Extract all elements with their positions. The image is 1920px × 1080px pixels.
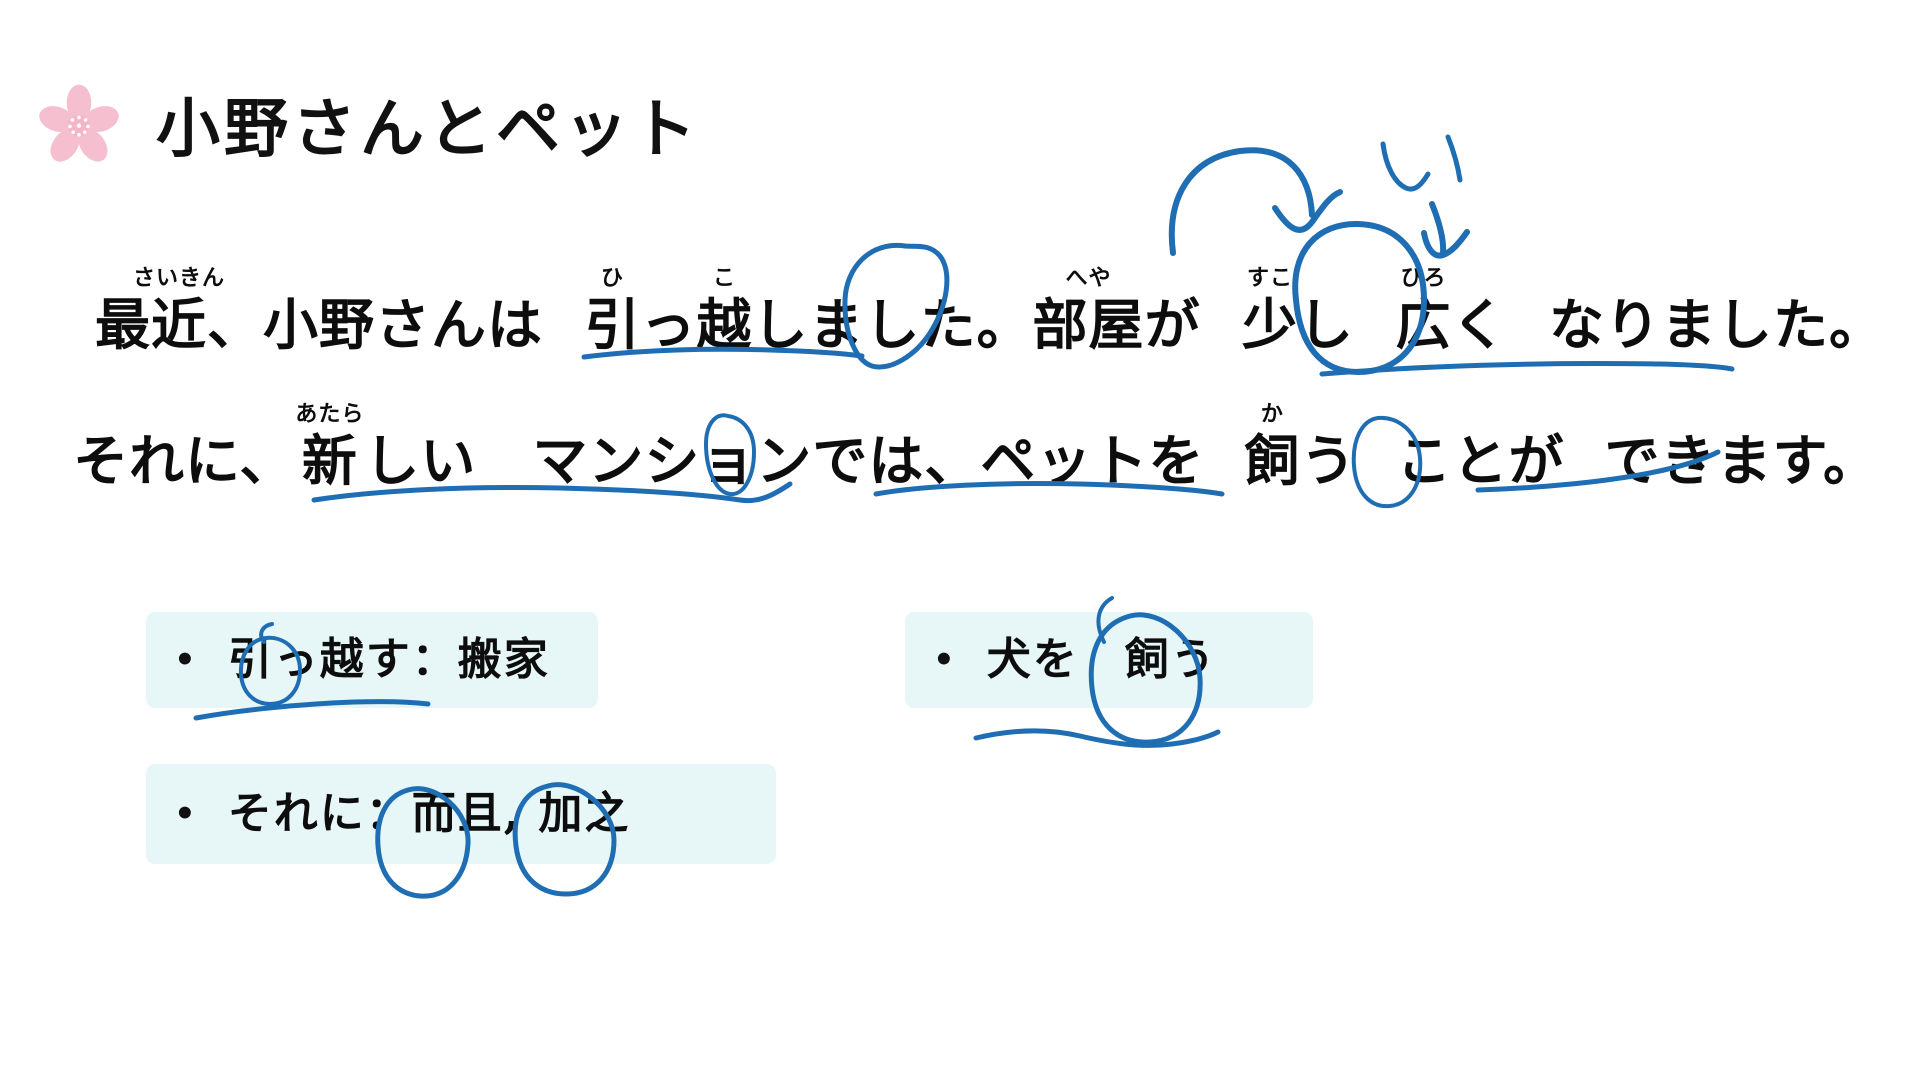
vocab-text-hikkosu: 引っ越す：搬家 — [227, 634, 550, 685]
furigana-ka: か — [1260, 402, 1284, 427]
ruby-hiro: ひろ 広 — [1395, 266, 1452, 357]
arrowhead-sukoshi-to-hiroku — [1272, 189, 1343, 233]
text-mansion-deha: マンションでは、 — [532, 428, 981, 493]
ruby-saikin: さいきん 最近、 — [95, 266, 264, 357]
furigana-hi: ひ — [600, 266, 624, 291]
page-title: 小野さんとペット — [156, 92, 700, 167]
furigana-hiro: ひろ — [1400, 266, 1447, 291]
vocab-item-soreni: • それに：而且, 加之 — [146, 764, 776, 864]
bullet-icon: • — [174, 640, 198, 680]
kanji-heya: 部屋 — [1032, 292, 1145, 357]
text-dekimasu: できます。 — [1604, 428, 1879, 493]
vocab-text-soreni: それに：而且, 加之 — [227, 788, 631, 839]
kanji-koshi: 越 — [696, 292, 753, 357]
vocab-item-inu: • 犬を 飼う — [905, 612, 1313, 708]
vocab-text-inu: 犬を 飼う — [986, 634, 1217, 685]
bullet-icon: • — [174, 794, 198, 834]
kanji-hiroi: 広 — [1395, 292, 1452, 357]
ruby-hi: ひ 引 — [584, 266, 641, 357]
text-narimashita: なりました。 — [1549, 292, 1886, 357]
furigana-atara: あたら — [295, 402, 365, 427]
furigana-suko: すこ — [1247, 266, 1294, 291]
text-onosan-wa: 小野さんは — [263, 292, 544, 357]
ruby-ko: こ 越 — [696, 266, 753, 357]
ruby-atara: あたら 新 — [295, 402, 365, 493]
text-soreni: それに、 — [73, 428, 296, 493]
text-u: う — [1300, 428, 1357, 493]
kanji-atarashii: 新 — [301, 428, 358, 493]
kanji-saikin: 最近、 — [95, 292, 264, 357]
text-petto-wo: ペットを — [980, 428, 1205, 493]
ruby-suko: すこ 少 — [1242, 266, 1299, 357]
text-kotoga: ことが — [1396, 428, 1565, 493]
bullet-icon: • — [933, 640, 957, 680]
curved-arrow-sukoshi-to-hiroku — [1168, 147, 1315, 256]
kanji-sukoshi: 少 — [1242, 292, 1299, 357]
furigana-ko: こ — [713, 266, 737, 291]
text-shimashita: しました。 — [752, 292, 1033, 357]
text-shii: しい — [364, 428, 477, 493]
ruby-heya: へや 部屋 — [1032, 266, 1145, 357]
sentence-line-2: それに、 あたら 新 しい マンションでは、 ペットを か 飼 う ことが でき… — [73, 402, 1885, 493]
handwritten-i-glyph-stroke2 — [1445, 134, 1463, 183]
kanji-kau: 飼 — [1244, 428, 1301, 493]
arrowhead-down-from-i — [1421, 229, 1470, 259]
sentence-line-1: さいきん 最近、 小野さんは ひ 引 っ こ 越 しました。 へや 部屋 が す… — [95, 266, 1886, 357]
sentence-block: さいきん 最近、 小野さんは ひ 引 っ こ 越 しました。 へや 部屋 が す… — [73, 266, 1886, 489]
down-arrow-from-i — [1429, 201, 1447, 256]
sakura-flower-icon — [39, 84, 119, 162]
text-ku: く — [1451, 292, 1508, 357]
furigana-saikin: さいきん — [133, 266, 226, 291]
text-shi: し — [1298, 292, 1355, 357]
text-small-tsu: っ — [640, 292, 697, 357]
kanji-hiku: 引 — [584, 292, 641, 357]
title-row: 小野さんとペット — [38, 78, 700, 170]
ruby-ka: か 飼 — [1244, 402, 1301, 493]
text-ga: が — [1144, 292, 1201, 357]
vocab-item-hikkosu: • 引っ越す：搬家 — [146, 612, 598, 708]
underline-inu-wo-kau — [973, 728, 1221, 748]
furigana-heya: へや — [1065, 266, 1112, 291]
handwritten-i-glyph-stroke1 — [1380, 141, 1431, 192]
